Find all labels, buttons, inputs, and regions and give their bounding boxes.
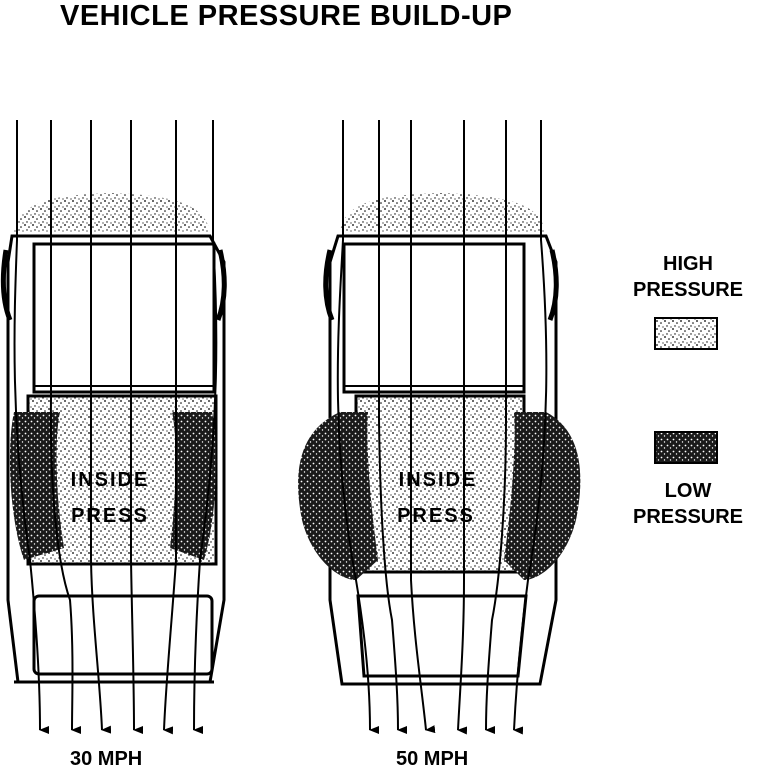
inside-label-line2-50: PRESS <box>397 505 475 527</box>
high-pressure-front-30 <box>14 193 210 232</box>
caption-30-mph: 30 MPH <box>70 748 143 770</box>
truck-bed-50 <box>356 594 528 678</box>
roof-50 <box>342 242 526 394</box>
car-30-mph: INSIDE PRESS <box>0 120 227 735</box>
low-pressure-left-50 <box>298 412 378 580</box>
roof-30 <box>32 242 216 394</box>
legend-high-line2: PRESSURE <box>632 279 744 301</box>
high-pressure-front-50 <box>340 193 546 232</box>
truck-bed-30 <box>32 594 214 676</box>
high-pressure-swatch <box>654 317 718 350</box>
legend-high-pressure: HIGH PRESSURE <box>628 251 748 303</box>
legend-high-line1: HIGH <box>663 253 713 275</box>
legend-low-line1: LOW <box>664 480 712 502</box>
page-title: VEHICLE PRESSURE BUILD-UP <box>60 0 513 32</box>
low-pressure-right-50 <box>504 412 581 580</box>
caption-50-mph: 50 MPH <box>396 748 469 770</box>
inside-label-line2-30: PRESS <box>71 505 149 527</box>
airflow-lines-50 <box>336 120 548 735</box>
low-pressure-swatch <box>654 431 718 464</box>
legend-low-line2: PRESSURE <box>632 506 744 528</box>
airflow-lines-30 <box>13 120 218 735</box>
inside-label-line1-50: INSIDE <box>399 469 478 491</box>
car-50-mph: INSIDE PRESS <box>298 120 581 735</box>
legend-low-pressure: LOW PRESSURE <box>628 478 748 530</box>
inside-label-line1-30: INSIDE <box>71 469 150 491</box>
